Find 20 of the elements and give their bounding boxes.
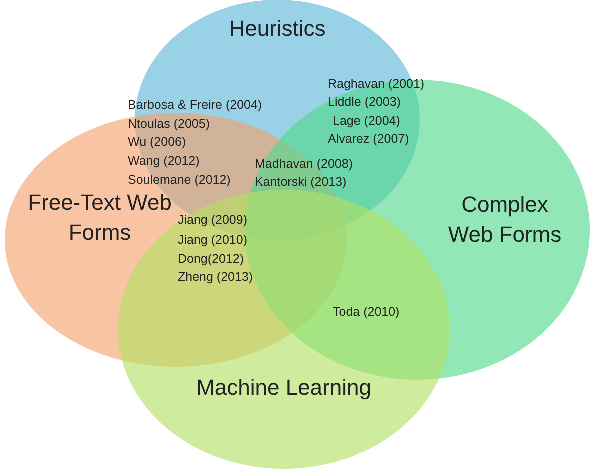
- citation-text: Wu (2006): [128, 135, 186, 150]
- set-label: Heuristics: [228, 15, 327, 43]
- citation-text: Madhavan (2008): [255, 157, 353, 172]
- set-label: Complex Web Forms: [447, 191, 563, 249]
- citation-text: Soulemane (2012): [128, 173, 231, 188]
- citation-text: Ntoulas (2005): [128, 117, 210, 132]
- citation-text: Lage (2004): [333, 114, 400, 129]
- citation-text: Zheng (2013): [178, 270, 254, 285]
- citation-text: Jiang (2010): [178, 233, 248, 248]
- citation-text: Raghavan (2001): [328, 77, 425, 92]
- citation-text: Alvarez (2007): [328, 132, 410, 147]
- citation-text: Barbosa & Freire (2004): [128, 98, 262, 113]
- citation-text: Toda (2010): [333, 305, 400, 320]
- citation-text: Kantorski (2013): [255, 175, 347, 190]
- citation-text: Jiang (2009): [178, 213, 248, 228]
- citation-text: Wang (2012): [128, 154, 200, 169]
- citation-text: Dong(2012): [178, 252, 244, 267]
- set-label: Free-Text Web Forms: [27, 189, 173, 247]
- set-label: Machine Learning: [196, 374, 372, 402]
- citation-text: Liddle (2003): [328, 95, 401, 110]
